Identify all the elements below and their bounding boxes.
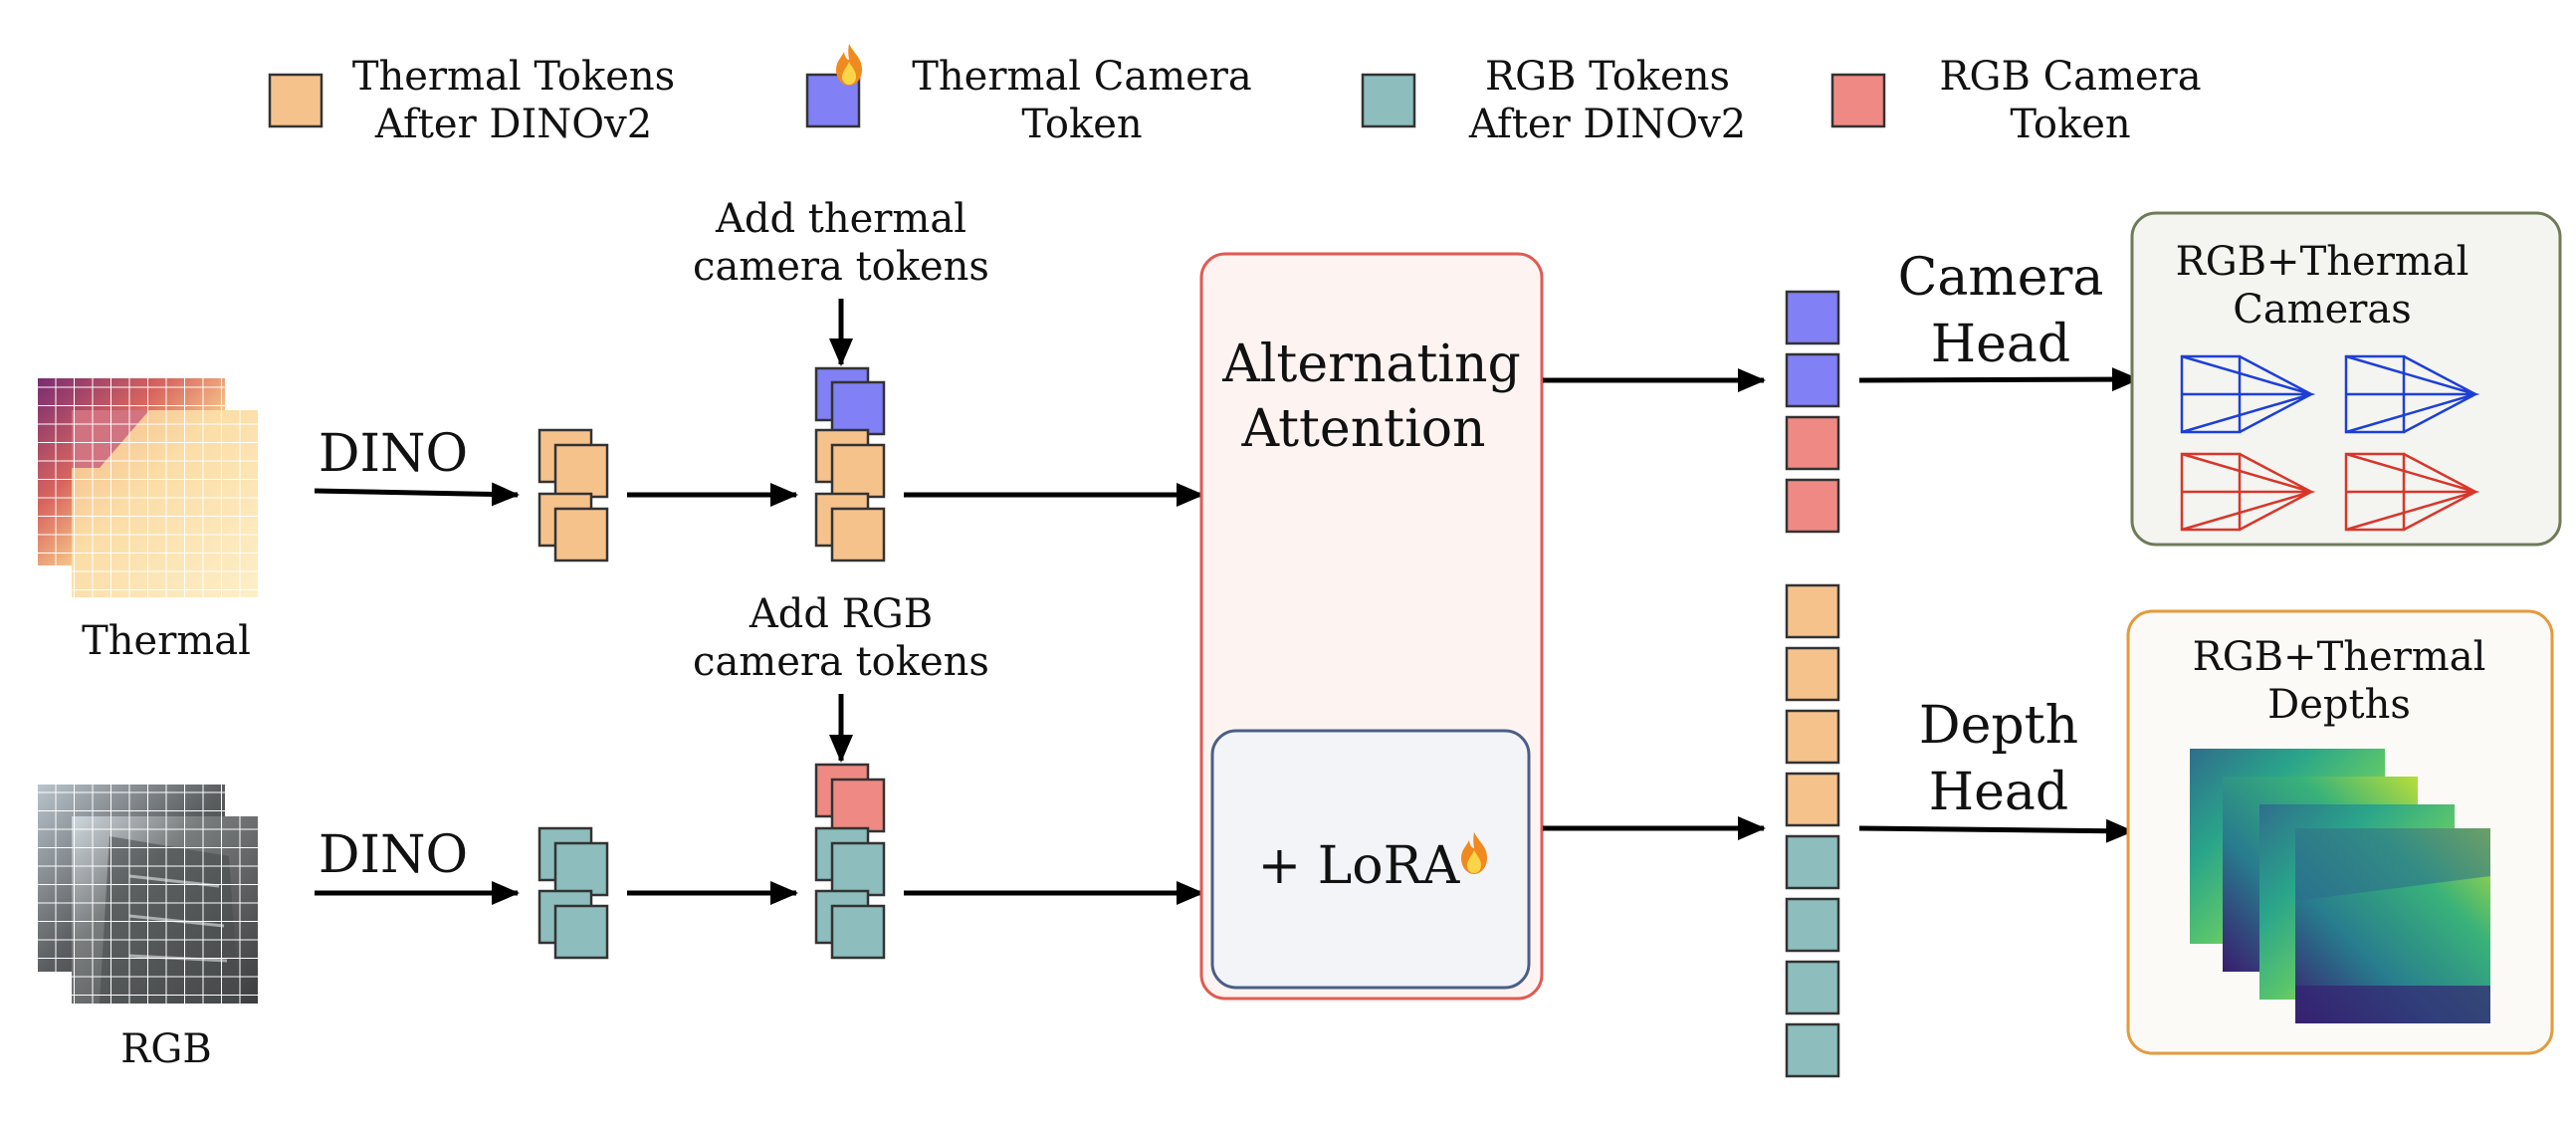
cameras-output-box: RGB+Thermal Cameras	[2130, 211, 2562, 547]
legend: Thermal Tokens After DINOv2 Thermal Came…	[268, 44, 2202, 147]
camera-head-line1: Camera	[1898, 248, 2104, 308]
legend-swatch-rgb-camera-token	[1830, 73, 1886, 128]
thermal-token	[1785, 772, 1840, 827]
thermal-token	[830, 443, 886, 499]
legend-label-line1: RGB Tokens	[1485, 54, 1730, 100]
legend-item-thermal-camera-token: Thermal Camera Token	[805, 44, 1252, 147]
thermal-token	[830, 507, 886, 562]
thermal-input-image-stack	[38, 378, 259, 597]
thermal-input-label: Thermal	[82, 618, 251, 664]
thermal-camera-token	[830, 380, 886, 436]
legend-label-line1: RGB Camera	[1939, 54, 2201, 100]
legend-item-rgb-tokens: RGB Tokens After DINOv2	[1361, 54, 1746, 147]
depths-output-title-line1: RGB+Thermal	[2193, 634, 2486, 680]
rgb-camera-token	[1785, 478, 1840, 534]
legend-label-line2: Token	[2010, 102, 2130, 147]
cameras-output-title-line2: Cameras	[2233, 287, 2412, 333]
rgb-dino-token-stack	[537, 826, 609, 960]
add-thermal-tokens-line1: Add thermal	[715, 196, 966, 242]
legend-label-line2: Token	[1021, 102, 1142, 147]
add-rgb-tokens-line2: camera tokens	[693, 639, 989, 685]
depth-head-line1: Depth	[1919, 696, 2078, 756]
legend-label-line2: After DINOv2	[374, 102, 652, 147]
rgb-token	[830, 841, 886, 897]
fire-icon	[1461, 832, 1487, 874]
fire-icon	[836, 44, 862, 86]
rgb-input-label: RGB	[120, 1026, 211, 1072]
rgb-token	[553, 904, 609, 960]
depth-map-stack	[2190, 749, 2490, 1023]
thermal-camera-token	[1785, 290, 1840, 345]
legend-label-line1: Thermal Camera	[912, 54, 1252, 100]
rgb-input-image-stack	[38, 785, 259, 1004]
rgb-token	[1785, 834, 1840, 890]
arrow-depth-head	[1858, 818, 2134, 843]
thermal-token	[1785, 646, 1840, 702]
rgb-camera-frustum-icon	[2344, 452, 2480, 532]
lora-block: + LoRA	[1210, 729, 1531, 990]
rgb-token	[1785, 897, 1840, 953]
rgb-camera-frustum-icon	[2180, 452, 2316, 532]
thermal-token	[553, 507, 609, 562]
rgb-camera-token	[830, 778, 886, 833]
attention-title-line1: Alternating	[1221, 335, 1521, 394]
add-rgb-tokens-line1: Add RGB	[749, 591, 933, 637]
thermal-dino-token-stack	[537, 428, 609, 562]
legend-swatch-thermal-token	[268, 73, 323, 128]
rgb-token	[830, 904, 886, 960]
legend-item-rgb-camera-token: RGB Camera Token	[1830, 54, 2202, 147]
arrow-camera-head	[1858, 367, 2140, 392]
rgb-token	[1785, 1022, 1840, 1078]
rgb-concat-token-stack	[814, 763, 886, 960]
lora-label: + LoRA	[1258, 836, 1461, 896]
cameras-output-title-line1: RGB+Thermal	[2176, 239, 2469, 285]
output-token-column	[1785, 290, 1840, 1078]
attention-title-line2: Attention	[1240, 399, 1485, 459]
legend-label-line1: Thermal Tokens	[352, 54, 675, 100]
thermal-token	[1785, 583, 1840, 639]
depth-head-line2: Head	[1929, 763, 2068, 822]
thermal-camera-frustum-icon	[2344, 354, 2480, 434]
thermal-token	[1785, 709, 1840, 765]
legend-item-thermal-tokens: Thermal Tokens After DINOv2	[268, 54, 675, 147]
depths-output-title-line2: Depths	[2267, 682, 2411, 728]
depths-output-box: RGB+Thermal Depths	[2126, 609, 2554, 1055]
add-thermal-tokens-line2: camera tokens	[693, 244, 989, 290]
thermal-camera-frustum-icon	[2180, 354, 2316, 434]
rgb-token	[553, 841, 609, 897]
dino-label-thermal: DINO	[319, 424, 468, 484]
thermal-concat-token-stack	[814, 366, 886, 562]
thermal-token	[553, 443, 609, 499]
legend-label-line2: After DINOv2	[1468, 102, 1746, 147]
camera-head-line2: Head	[1931, 315, 2070, 374]
rgb-token	[1785, 960, 1840, 1015]
arrow-dino-thermal	[314, 482, 520, 507]
thermal-camera-token	[1785, 352, 1840, 408]
legend-swatch-rgb-token	[1361, 73, 1416, 128]
dino-label-rgb: DINO	[319, 825, 468, 885]
rgb-camera-token	[1785, 415, 1840, 471]
